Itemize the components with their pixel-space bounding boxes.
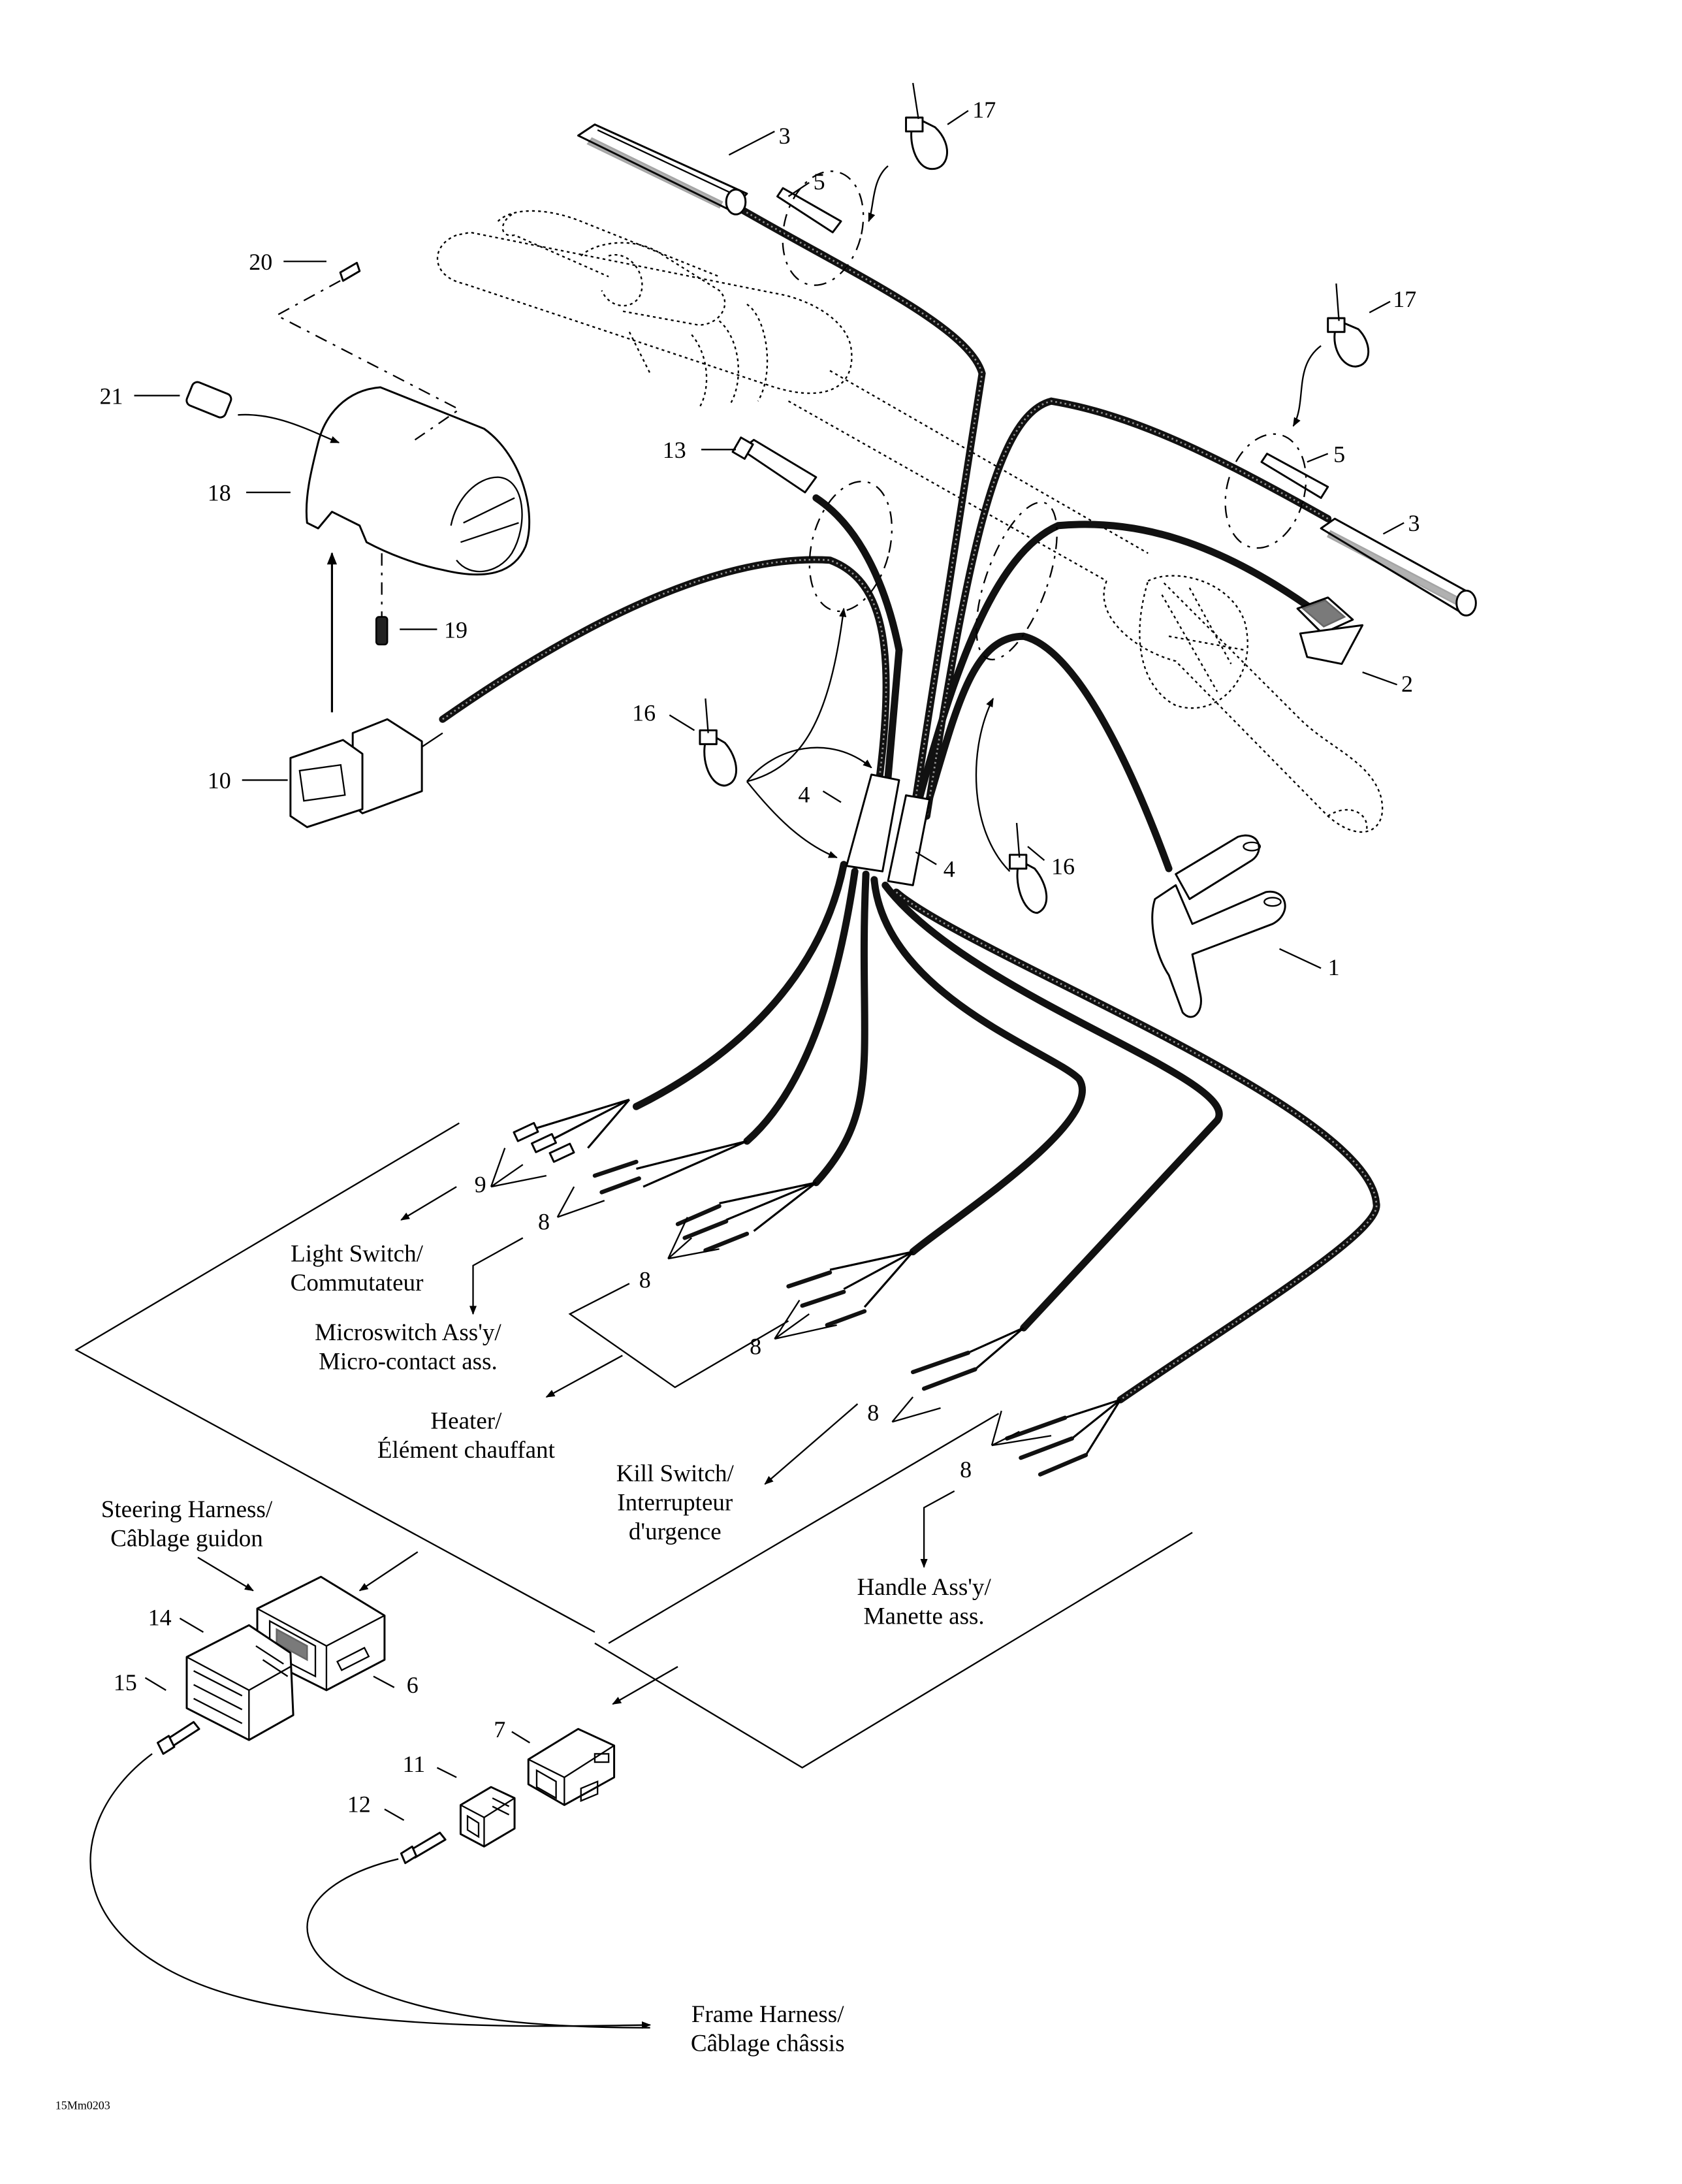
decal-part	[185, 381, 232, 419]
callout-15: 15	[114, 1669, 137, 1695]
svg-text:Kill Switch/: Kill Switch/	[616, 1460, 735, 1487]
callout-12: 12	[347, 1791, 371, 1817]
svg-text:Handle Ass'y/: Handle Ass'y/	[857, 1574, 991, 1601]
switch-housing-part	[305, 386, 531, 576]
label-microswitch: Microswitch Ass'y/ Micro-contact ass.	[315, 1319, 501, 1375]
callout-9: 9	[475, 1172, 486, 1198]
svg-text:Câblage châssis: Câblage châssis	[691, 2031, 845, 2057]
grip-heater-right	[1320, 517, 1477, 617]
terminal-group-8d	[910, 1326, 1024, 1391]
label-kill-switch: Kill Switch/ Interrupteur d'urgence	[616, 1460, 735, 1545]
callout-8-d: 8	[867, 1400, 879, 1426]
frame-harness-leaders	[89, 1753, 652, 2029]
svg-text:Steering Harness/: Steering Harness/	[101, 1496, 273, 1523]
callout-17-left: 17	[972, 97, 996, 123]
svg-text:Microswitch Ass'y/: Microswitch Ass'y/	[315, 1319, 501, 1346]
throttle-heater-part	[1296, 596, 1364, 666]
callout-5-right: 5	[1333, 441, 1345, 467]
callout-leaders	[134, 110, 1404, 1822]
label-steering-harness: Steering Harness/ Câblage guidon	[101, 1496, 273, 1552]
callout-14: 14	[148, 1604, 172, 1630]
callout-7: 7	[494, 1716, 505, 1742]
svg-text:Heater/: Heater/	[430, 1408, 502, 1435]
label-frame-harness: Frame Harness/ Câblage châssis	[691, 2001, 845, 2057]
label-heater: Heater/ Élément chauffant	[377, 1408, 556, 1464]
terminal-arrows	[490, 1148, 1052, 1447]
terminal-group-8e	[1005, 1398, 1122, 1477]
grip-heater-left	[577, 123, 748, 216]
callout-10: 10	[208, 767, 231, 794]
connector-11	[459, 1786, 516, 1848]
terminal-12	[400, 1831, 447, 1865]
kill-switch-plunger-part	[731, 436, 817, 494]
connector-tray-lines	[74, 1122, 1193, 1769]
tube-sleeves	[776, 170, 1329, 661]
callout-13: 13	[663, 437, 686, 463]
callout-numbers: 1 2 3 3 4 4 5 5 6 7 8 8 8 8 8 9 10 11 12…	[100, 97, 1420, 1817]
terminal-15	[157, 1721, 200, 1755]
svg-text:Câblage guidon: Câblage guidon	[110, 1526, 263, 1552]
svg-text:Élément chauffant: Élément chauffant	[377, 1436, 556, 1464]
callout-16-right: 16	[1051, 853, 1075, 879]
terminal-group-9	[513, 1099, 631, 1163]
callout-2: 2	[1401, 671, 1413, 697]
label-light-switch: Light Switch/ Commutateur	[291, 1240, 424, 1296]
callout-20: 20	[249, 249, 272, 275]
callout-6: 6	[407, 1672, 419, 1698]
svg-text:d'urgence: d'urgence	[629, 1518, 722, 1545]
terminal-group-8b	[675, 1181, 817, 1253]
screw-20	[275, 261, 461, 441]
svg-text:Manette ass.: Manette ass.	[863, 1603, 984, 1630]
callout-8-c: 8	[750, 1333, 761, 1359]
terminal-group-8a	[592, 1140, 748, 1195]
svg-text:Frame Harness/: Frame Harness/	[691, 2001, 844, 2028]
label-handle: Handle Ass'y/ Manette ass.	[857, 1574, 991, 1630]
connector-7	[527, 1727, 616, 1807]
thumb-bracket-part	[1151, 834, 1286, 1018]
harness-wires	[439, 197, 1380, 1404]
connector-14	[185, 1624, 294, 1741]
tie-wraps-17	[868, 82, 1370, 427]
terminals	[513, 1099, 1122, 1477]
figure-code: 15Mm0203	[56, 2099, 110, 2112]
callout-5-left: 5	[814, 169, 825, 195]
callout-8-b: 8	[639, 1267, 651, 1293]
callout-1: 1	[1328, 954, 1340, 980]
callout-4-lower: 4	[944, 856, 955, 882]
terminal-group-8c	[786, 1251, 914, 1328]
destination-labels: Light Switch/ Commutateur Microswitch As…	[101, 1240, 992, 2057]
svg-text:Light Switch/: Light Switch/	[291, 1240, 423, 1267]
screw-19	[375, 553, 389, 646]
svg-text:Micro-contact ass.: Micro-contact ass.	[319, 1349, 498, 1375]
callout-19: 19	[444, 617, 468, 643]
callout-8-e: 8	[960, 1456, 972, 1483]
callout-18: 18	[208, 480, 231, 506]
callout-4-upper: 4	[798, 781, 810, 807]
light-switch-part	[289, 552, 443, 828]
callout-8-a: 8	[538, 1209, 550, 1235]
callout-3-left: 3	[779, 123, 791, 149]
callout-3-right: 3	[1408, 510, 1420, 536]
svg-text:Commutateur: Commutateur	[291, 1270, 424, 1296]
tie-wraps-16	[699, 607, 1048, 914]
callout-11: 11	[402, 1751, 425, 1777]
svg-text:Interrupteur: Interrupteur	[617, 1490, 733, 1517]
callout-16-left: 16	[632, 699, 656, 726]
callout-17-right: 17	[1393, 286, 1416, 312]
callout-21: 21	[100, 383, 123, 409]
